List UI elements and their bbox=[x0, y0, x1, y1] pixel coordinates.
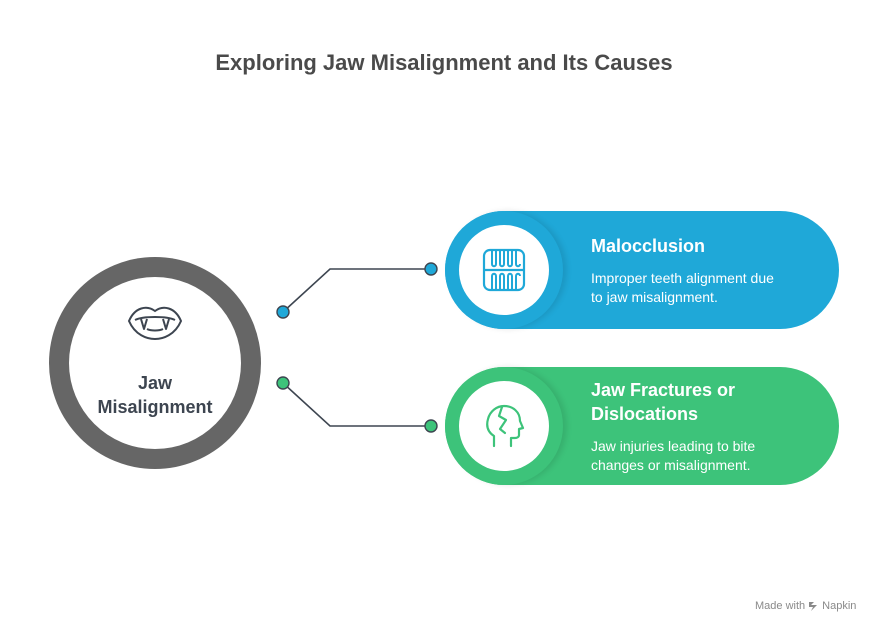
fractures-title-line2: Dislocations bbox=[591, 404, 699, 424]
fractures-icon-circle bbox=[445, 367, 563, 485]
fractures-title-line1: Jaw Fractures or bbox=[591, 380, 736, 400]
connector-dot-malocclusion-end bbox=[424, 262, 438, 276]
hub-inner: Jaw Misalignment bbox=[69, 277, 241, 449]
broken-head-icon bbox=[486, 404, 525, 448]
mouth-fangs-icon bbox=[127, 306, 183, 341]
napkin-logo-icon bbox=[809, 601, 818, 611]
connector-dot-malocclusion-start bbox=[276, 305, 290, 319]
connector-line-malocclusion bbox=[282, 268, 431, 313]
teeth-icon bbox=[482, 248, 526, 292]
hub-circle: Jaw Misalignment bbox=[49, 257, 261, 469]
page-title: Exploring Jaw Misalignment and Its Cause… bbox=[215, 50, 673, 75]
malocclusion-desc-line1: Improper teeth alignment due bbox=[591, 270, 774, 286]
malocclusion-desc-line2: to jaw misalignment. bbox=[591, 289, 718, 305]
fractures-title: Jaw Fractures or Dislocations bbox=[591, 378, 735, 426]
connector-dot-fractures-end bbox=[424, 419, 438, 433]
made-with-label: Made with bbox=[755, 600, 806, 612]
made-with-footer[interactable]: Made with Napkin bbox=[755, 600, 856, 612]
fractures-desc-line1: Jaw injuries leading to bite bbox=[591, 438, 756, 454]
connector-dot-fractures-start bbox=[276, 376, 290, 390]
fractures-icon-inner bbox=[459, 381, 549, 471]
malocclusion-card: Malocclusion Improper teeth alignment du… bbox=[445, 211, 839, 329]
fractures-card: Jaw Fractures or Dislocations Jaw injuri… bbox=[445, 367, 839, 485]
hub-label: Jaw Misalignment bbox=[69, 371, 241, 419]
malocclusion-title: Malocclusion bbox=[591, 234, 705, 258]
napkin-brand: Napkin bbox=[822, 600, 857, 612]
malocclusion-icon-circle bbox=[445, 211, 563, 329]
fractures-desc-line2: changes or misalignment. bbox=[591, 457, 751, 473]
malocclusion-icon-inner bbox=[459, 225, 549, 315]
fractures-description: Jaw injuries leading to bite changes or … bbox=[591, 437, 755, 475]
hub-label-line2: Misalignment bbox=[97, 397, 213, 417]
connector-line-fractures bbox=[282, 382, 431, 427]
malocclusion-description: Improper teeth alignment due to jaw misa… bbox=[591, 269, 774, 307]
malocclusion-title-line1: Malocclusion bbox=[591, 236, 706, 256]
hub-label-line1: Jaw bbox=[137, 373, 173, 393]
